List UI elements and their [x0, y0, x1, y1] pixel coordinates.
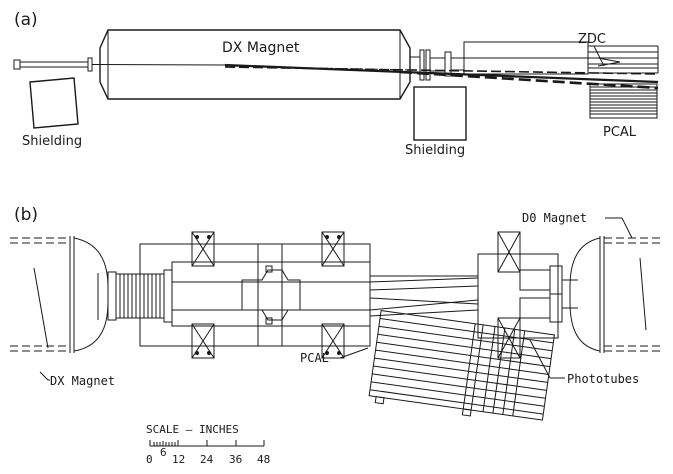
scale-tick-12: 12 — [172, 453, 185, 466]
zdc-label: ZDC — [578, 32, 606, 47]
pcal-tilted-calorimeter — [39, 309, 565, 421]
stand-lower-left — [191, 323, 215, 359]
stand-upper-right — [321, 231, 345, 267]
dx-magnet-label-a: DX Magnet — [222, 40, 300, 56]
stand-lower-right — [321, 323, 345, 359]
scale-bar: SCALE – INCHES 0 6 12 24 36 48 — [146, 423, 270, 466]
central-chamber — [139, 243, 371, 347]
pcal-label-a: PCAL — [603, 125, 637, 140]
scale-tick-48: 48 — [257, 453, 270, 466]
scale-tick-24: 24 — [200, 453, 214, 466]
shielding-label-left: Shielding — [22, 134, 82, 149]
support-stands — [191, 231, 345, 359]
panel-a-tag: (a) — [14, 10, 38, 30]
shielding-block-left — [29, 77, 79, 129]
left-beam-pipe — [13, 57, 100, 72]
panel-b-tag: (b) — [14, 205, 38, 225]
d0-magnet-label: D0 Magnet — [522, 211, 587, 225]
pcal-label-b: PCAL — [300, 351, 329, 365]
zdc-housing — [463, 41, 659, 75]
panel-a: (a) DX Magnet ZDC Shielding Shielding PC… — [13, 10, 659, 158]
scale-tick-6: 6 — [160, 446, 167, 459]
panel-b: (b) — [10, 205, 664, 421]
beam-trajectories — [99, 63, 659, 90]
shielding-label-right: Shielding — [405, 143, 465, 158]
d0-magnet-end — [569, 217, 664, 353]
scale-tick-0: 0 — [146, 453, 153, 466]
shielding-block-right — [413, 86, 467, 141]
left-beam-lines — [10, 236, 75, 353]
dx-magnet-label-b: DX Magnet — [50, 374, 115, 388]
dx-magnet-end — [33, 237, 109, 352]
scale-tick-36: 36 — [229, 453, 242, 466]
phototubes-label: Phototubes — [567, 372, 639, 386]
stand-upper-left — [191, 231, 215, 267]
scale-title: SCALE – INCHES — [146, 423, 239, 436]
beam-pipes-right — [369, 275, 479, 317]
pcal-block-a — [589, 83, 658, 119]
